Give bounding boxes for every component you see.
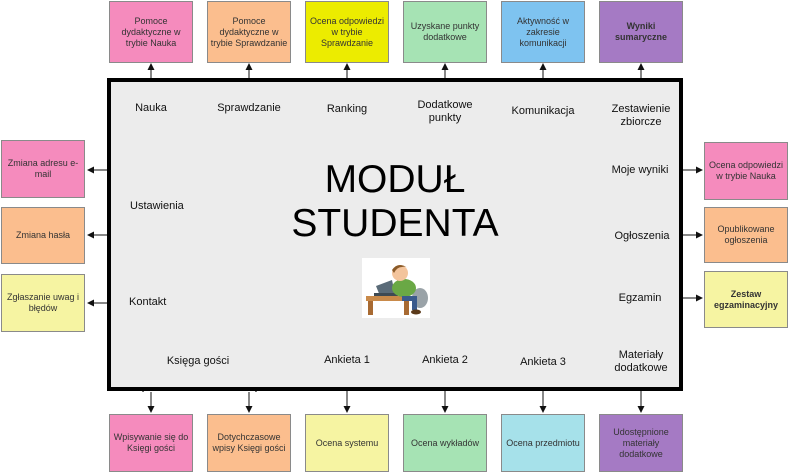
box-uzyskane-punkty: Uzyskane punkty dodatkowe [403, 1, 487, 63]
box-wpisy-ksiega: Dotychczasowe wpisy Księgi gości [207, 414, 291, 472]
label-materialy-dodatkowe: Materiały dodatkowe [614, 349, 668, 374]
label-ksiega-gosci: Księga gości [166, 355, 230, 367]
label-kontakt: Kontakt [129, 296, 167, 308]
label-ankieta-1: Ankieta 1 [324, 354, 370, 366]
label-ankieta-2: Ankieta 2 [422, 354, 468, 366]
box-opublikowane-ogloszenia: Opublikowane ogłoszenia [704, 207, 788, 263]
box-ocena-nauka: Ocena odpowiedzi w trybie Nauka [704, 142, 788, 200]
label-moje-wyniki: Moje wyniki [611, 164, 669, 176]
student-at-computer-icon [362, 258, 430, 318]
box-ocena-przedmiotu: Ocena przedmiotu [501, 414, 585, 472]
label-dodatkowe-punkty: Dodatkowe punkty [417, 99, 473, 124]
label-komunikacja: Komunikacja [511, 105, 575, 117]
label-nauka: Nauka [135, 102, 167, 114]
label-ranking: Ranking [326, 103, 368, 115]
box-aktywnosc-komunikacja: Aktywność w zakresie komunikacji [501, 1, 585, 63]
box-ocena-systemu: Ocena systemu [305, 414, 389, 472]
box-ocena-wykladow: Ocena wykładów [403, 414, 487, 472]
label-ustawienia: Ustawienia [130, 200, 184, 212]
box-pomoce-nauka: Pomoce dydaktyczne w trybie Nauka [109, 1, 193, 63]
box-wpisywanie-ksiega: Wpisywanie się do Księgi gości [109, 414, 193, 472]
box-ocena-sprawdzanie: Ocena odpowiedzi w trybie Sprawdzanie [305, 1, 389, 63]
label-zestawienie-zbiorcze: Zestawienie zbiorcze [611, 103, 671, 128]
module-title-line-2: STUDENTA [291, 202, 499, 245]
student-module-box [107, 78, 683, 391]
box-pomoce-sprawdzanie: Pomoce dydaktyczne w trybie Sprawdzanie [207, 1, 291, 63]
module-title: MODUŁ STUDENTA [291, 158, 498, 246]
label-ogloszenia: Ogłoszenia [614, 230, 670, 242]
label-egzamin: Egzamin [618, 292, 662, 304]
module-title-line-1: MODUŁ [324, 158, 466, 201]
box-wyniki-sumaryczne: Wyniki sumaryczne [599, 1, 683, 63]
box-zmiana-email: Zmiana adresu e-mail [1, 140, 85, 198]
label-ankieta-3: Ankieta 3 [520, 356, 566, 368]
label-sprawdzanie: Sprawdzanie [217, 102, 281, 114]
box-zglaszanie-uwag: Zgłaszanie uwag i błędów [1, 274, 85, 332]
box-zmiana-hasla: Zmiana hasła [1, 207, 85, 264]
box-udostepnione-materialy: Udostępnione materiały dodatkowe [599, 414, 683, 472]
box-zestaw-egzaminacyjny: Zestaw egzaminacyjny [704, 271, 788, 328]
